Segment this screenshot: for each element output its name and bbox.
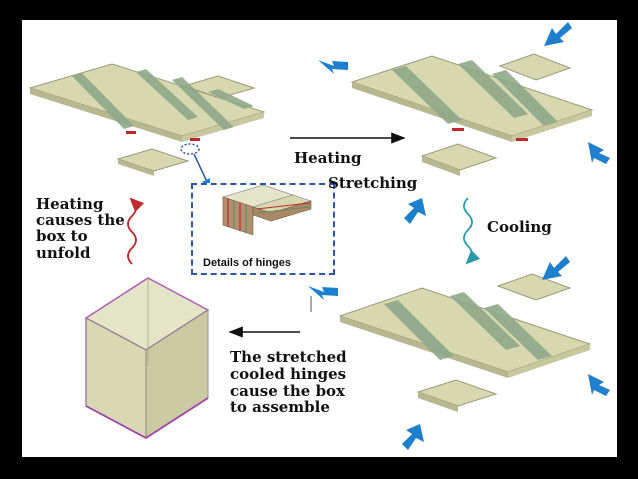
zoom-pointer	[193, 153, 211, 189]
hinge-detail-panel: Details of hinges	[191, 183, 335, 275]
assemble-line: cooled hinges	[230, 364, 347, 383]
heating-unfold-line: unfold	[36, 243, 91, 262]
diagram-canvas: Details of hinges Heating causes the box…	[22, 20, 617, 457]
assemble-label: The stretched cooled hinges cause the bo…	[230, 349, 347, 416]
stretching-label: Stretching	[328, 174, 418, 192]
hinge-detail-caption: Details of hinges	[203, 257, 292, 269]
assemble-line: cause the box	[230, 381, 346, 400]
stretch-direction-arrow-icon-bottom	[308, 256, 610, 450]
heating-unfold-label: Heating causes the box to unfold	[36, 196, 125, 261]
stretch-direction-arrow-icon	[318, 22, 610, 224]
heating-label: Heating	[294, 149, 362, 167]
diagram-artwork	[28, 22, 610, 450]
cooling-label: Cooling	[487, 218, 552, 236]
assembled-box	[84, 277, 210, 440]
flat-net-bottom-right	[338, 273, 592, 412]
hinge-highlight-ring	[180, 143, 200, 155]
flat-net-top-left	[28, 63, 266, 176]
assemble-line: to assemble	[230, 398, 330, 417]
hinge-detail-illustration	[221, 184, 313, 236]
assemble-line: The stretched	[230, 348, 347, 366]
cooling-wave-icon	[463, 197, 481, 265]
heating-unfold-line: causes the	[36, 211, 125, 230]
flat-net-top-right	[350, 53, 594, 176]
heating-unfold-line: Heating	[36, 195, 104, 213]
heat-wave-icon	[127, 197, 145, 265]
heating-unfold-line: box to	[36, 227, 88, 246]
